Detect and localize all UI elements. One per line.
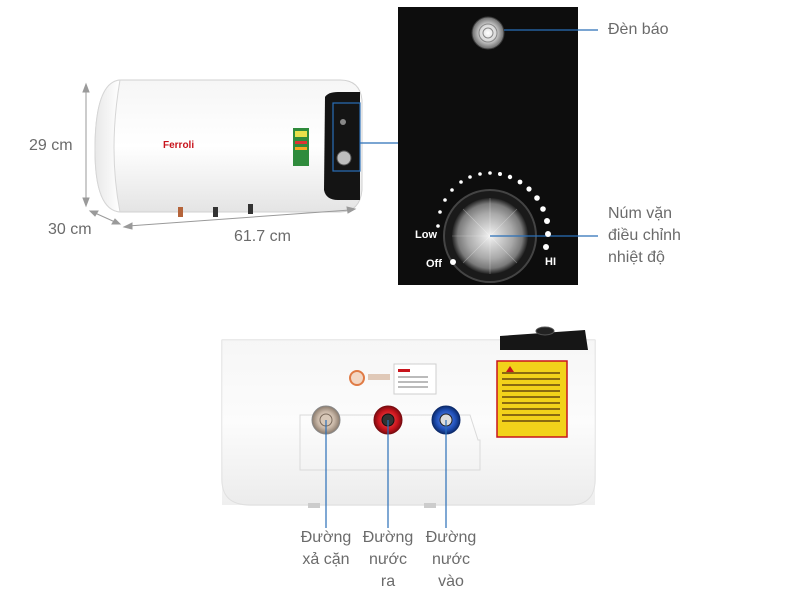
outlet-label-line1: Đường (362, 529, 414, 546)
heater-rear-view (221, 326, 596, 528)
heater-front-view (94, 79, 398, 217)
dial-off-label: Off (426, 258, 442, 270)
drain-label-line1: Đường (300, 529, 352, 546)
dial-low-label: Low (415, 229, 437, 241)
drain-label: Đường xả cặn (296, 527, 356, 571)
knob-label-line3: nhiệt độ (608, 249, 665, 266)
width-dimension: 61.7 cm (234, 228, 291, 245)
inlet-label-line3: vào (438, 573, 464, 590)
outlet-label-line2: nước (368, 551, 408, 568)
brand-logo: Ferroli (163, 140, 194, 151)
indicator-light-label: Đèn báo (608, 21, 669, 38)
dimension-lines (82, 82, 357, 230)
inlet-label-line1: Đường (425, 529, 477, 546)
depth-dimension: 30 cm (48, 221, 92, 238)
outlet-label-line3: ra (380, 573, 396, 590)
knob-label-line1: Núm vặn (608, 205, 673, 222)
outlet-label: Đường nước ra (358, 527, 418, 593)
inlet-label-line2: nước (431, 551, 471, 568)
knob-label-line2: điều chỉnh (608, 227, 681, 244)
height-dimension: 29 cm (29, 137, 73, 154)
control-panel-closeup (398, 7, 598, 285)
knob-label: Núm vặn điều chỉnh nhiệt độ (608, 203, 681, 269)
drain-label-line2: xả cặn (302, 551, 350, 568)
dial-hi-label: HI (545, 256, 556, 268)
inlet-label: Đường nước vào (421, 527, 481, 593)
